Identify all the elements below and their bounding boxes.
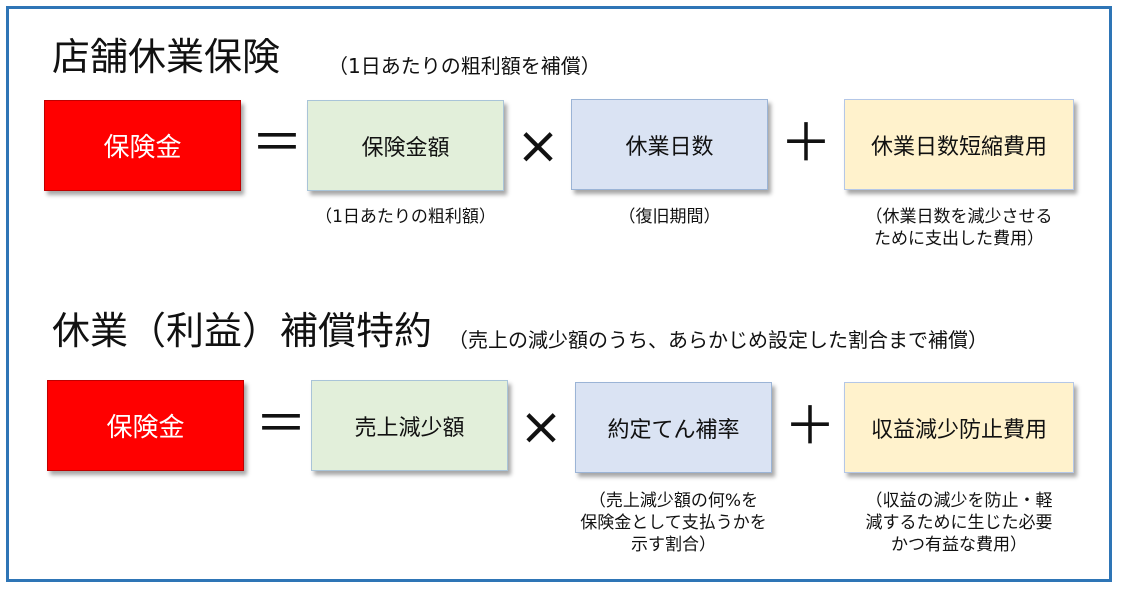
section1-note2: （復旧期間） <box>618 207 721 227</box>
section2-note3: （収益の減少を防止・軽 減するために生じた必要 かつ有益な費用） <box>844 490 1074 556</box>
note-line: ために支出した費用） <box>874 229 1044 249</box>
section1-term2-box: 休業日数 <box>571 99 768 190</box>
section2-plus-sign: ＋ <box>783 397 836 457</box>
section2-term1-box: 売上減少額 <box>311 380 508 471</box>
note-line: （収益の減少を防止・軽 <box>865 491 1053 511</box>
section2-subtitle: （売上の減少額のうち、あらかじめ設定した割合まで補償） <box>448 328 988 352</box>
section2-times-sign: × <box>519 397 563 457</box>
section2-equals-sign: ＝ <box>254 395 307 455</box>
section1-note1: （1日あたりの粗利額） <box>315 207 496 227</box>
section1-note3: （休業日数を減少させる ために支出した費用） <box>844 206 1074 250</box>
section1-result-box: 保険金 <box>44 100 241 191</box>
note-line: （売上減少額の何%を <box>588 491 759 511</box>
section2-result-box: 保険金 <box>47 380 244 471</box>
section1-equals-sign: ＝ <box>250 114 303 174</box>
section2-term3-box: 収益減少防止費用 <box>844 382 1074 473</box>
note-line: 減するために生じた必要 <box>865 513 1053 533</box>
section1-times-sign: × <box>516 116 560 176</box>
section1-title: 店舗休業保険 <box>52 35 281 79</box>
section1-term1-box: 保険金額 <box>307 100 504 191</box>
section2-title: 休業（利益）補償特約 <box>52 309 433 353</box>
section2-note2: （売上減少額の何%を 保険金として支払うかを 示す割合） <box>562 490 785 556</box>
section2-term2-box: 約定てん補率 <box>575 382 772 473</box>
section1-term3-box: 休業日数短縮費用 <box>844 99 1074 190</box>
note-line: （休業日数を減少させる <box>865 207 1053 227</box>
note-line: 保険金として支払うかを <box>580 513 767 533</box>
note-line: 示す割合） <box>631 535 716 555</box>
section1-plus-sign: ＋ <box>779 114 832 174</box>
diagram-frame <box>6 6 1112 582</box>
note-line: かつ有益な費用） <box>891 535 1027 555</box>
section1-subtitle: （1日あたりの粗利額を補償） <box>328 54 601 78</box>
